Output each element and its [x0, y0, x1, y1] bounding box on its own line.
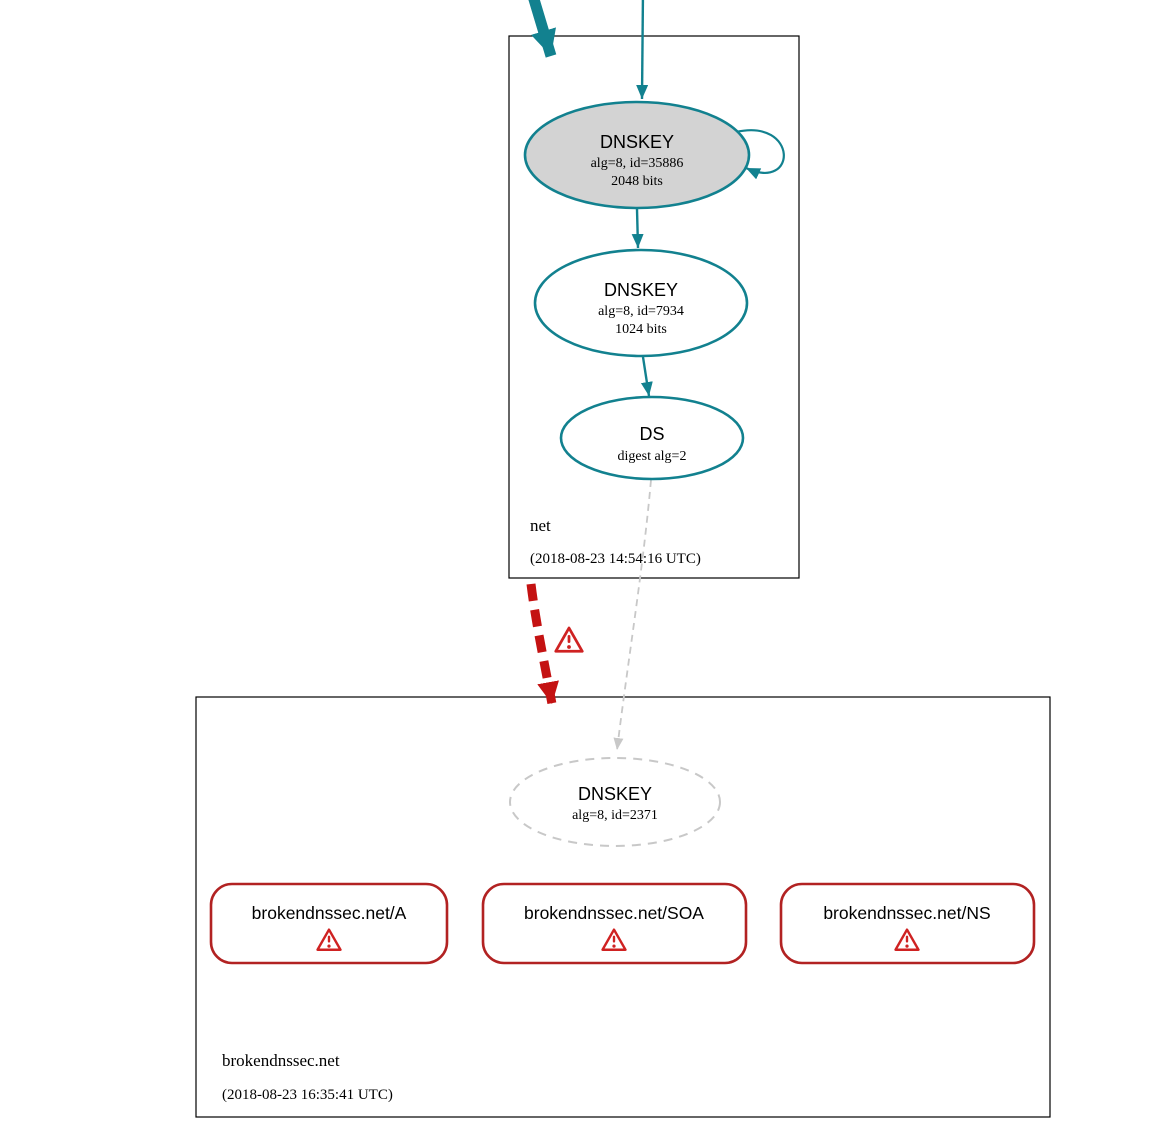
record-label: brokendnssec.net/NS	[823, 903, 990, 923]
node-rrset-soa[interactable]	[481, 882, 748, 965]
node-detail: alg=8, id=7934	[598, 304, 684, 319]
node-dnskey-ksk-net[interactable]	[523, 100, 751, 210]
node-dnskey-brokendnssec[interactable]	[509, 757, 721, 847]
node-title: DNSKEY	[604, 280, 678, 300]
node-title: DNSKEY	[600, 132, 674, 152]
node-detail: alg=8, id=35886	[591, 156, 684, 171]
edge-parent-delegation-secure	[528, 0, 557, 58]
zone-timestamp-brokendnssec: (2018-08-23 16:35:41 UTC)	[222, 1087, 393, 1103]
warning-icon	[554, 626, 584, 653]
record-label: brokendnssec.net/SOA	[524, 903, 704, 923]
edge-ksk-to-zsk	[631, 208, 644, 249]
zone-label-net: net	[530, 516, 551, 535]
node-dnskey-zsk-net[interactable]	[533, 248, 749, 358]
edge-ksk-self-sign-loop	[735, 129, 785, 180]
edge-ds-to-dnskey-unverified	[613, 479, 652, 751]
zone-timestamp-net: (2018-08-23 14:54:16 UTC)	[530, 551, 701, 567]
node-title: DS	[639, 424, 664, 444]
node-detail: digest alg=2	[618, 449, 687, 464]
node-detail: alg=8, id=2371	[572, 808, 658, 823]
node-rrset-a[interactable]	[209, 882, 449, 965]
node-title: DNSKEY	[578, 784, 652, 804]
edge-zsk-to-ds	[640, 356, 653, 397]
node-rrset-ns[interactable]	[779, 882, 1036, 965]
node-detail: 2048 bits	[611, 174, 663, 189]
node-ds-net[interactable]	[559, 395, 745, 481]
node-detail: 1024 bits	[615, 322, 667, 337]
edge-delegation-bogus	[526, 583, 559, 705]
edge-parent-to-ksk	[636, 0, 649, 100]
record-label: brokendnssec.net/A	[252, 903, 407, 923]
zone-label-brokendnssec: brokendnssec.net	[222, 1051, 340, 1070]
